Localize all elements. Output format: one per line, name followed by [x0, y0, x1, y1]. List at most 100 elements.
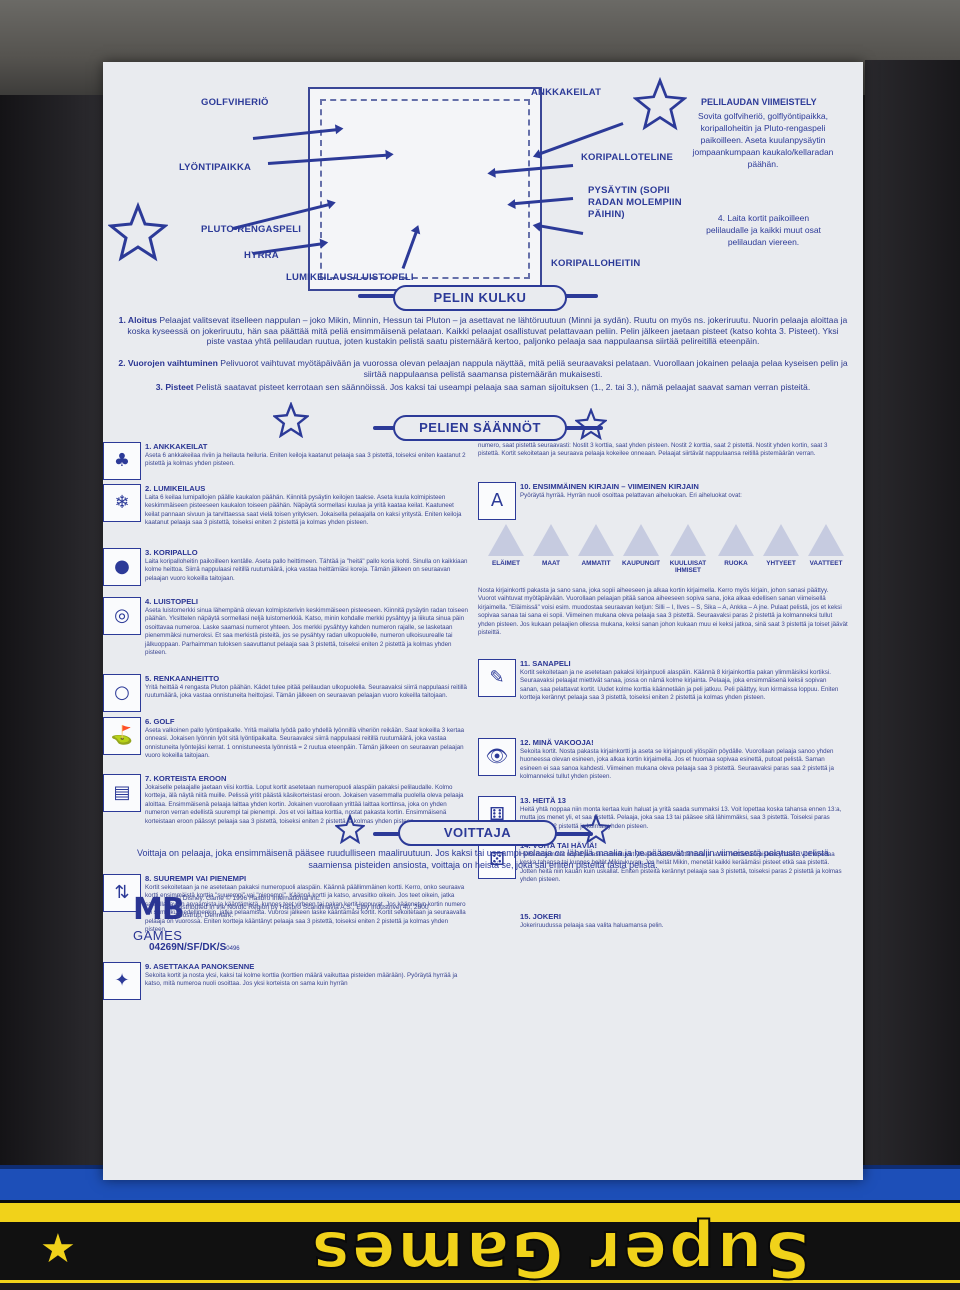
rule-text: Laita koripalloheitin paikoilleen kentäl… [145, 558, 468, 582]
callout-lumikeilaus: LUMIKEILAUS/LUISTOPELI [286, 272, 414, 283]
rule-title: 15. JOKERI [520, 912, 561, 921]
callout-pysaytin-3: PÄIHIN) [588, 209, 625, 220]
mb-games-wordmark: GAMES [133, 928, 183, 943]
category-kaupungit: KAUPUNGIT [618, 524, 664, 567]
rule-korteista-eroon: ▤ 7. KORTEISTA EROON Jokaiselle pelaajal… [103, 774, 473, 872]
star-icon [581, 814, 611, 844]
rule-illustration: ◎ [103, 597, 141, 635]
rule-jokeri: 15. JOKERI Jokeriruudussa pelaaja saa va… [478, 912, 848, 942]
paragraph-vuorojen-vaihtuminen: 2. Vuorojen vaihtuminen Pelivuorot vaiht… [118, 358, 848, 379]
rule-text: Aseta luistomerkki sinua lähempänä oleva… [145, 607, 468, 657]
copyright-notice: © Disney. Game © 1996 Hasbro Internation… [176, 895, 506, 921]
paragraph-pisteet: 3. Pisteet Pelistä saatavat pisteet kerr… [118, 382, 848, 393]
rule-ensimmainen-kirjain: A 10. ENSIMMÄINEN KIRJAIN – VIIMEINEN KI… [478, 482, 848, 520]
rule-title: 5. RENKAANHEITTO [145, 674, 220, 683]
assembly-step-4: 4. Laita kortit paikoilleen pelilaudalle… [706, 213, 821, 247]
star-icon [335, 814, 365, 844]
rule-renkaanheitto: ○ 5. RENKAANHEITTO Yritä heittää 4 renga… [103, 674, 473, 714]
paragraph-aloitus-label: 1. Aloitus [118, 315, 158, 325]
game-box-banner [0, 1222, 960, 1280]
rule-text: Jokaiselle pelaajalle jaetaan viisi kort… [145, 784, 464, 825]
rule-title: 14. VOITA TAI HÄVIÄ! [520, 841, 598, 850]
game-box-title: Super Games [309, 1215, 812, 1290]
star-icon [575, 408, 607, 440]
rule-luistopeli: ◎ 4. LUISTOPELI Aseta luistomerkki sinua… [103, 597, 473, 673]
rule-illustration: ❄ [103, 484, 141, 522]
paragraph-aloitus: 1. Aloitus Pelaajat valitsevat itselleen… [118, 315, 848, 347]
rule-asettakaa-panoksenne-continued: numero, saat pistettä seuraavasti: Nosti… [478, 442, 848, 482]
rule-text: Laita 6 keilaa lumipallojen päälle kauka… [145, 494, 462, 527]
rule-text: Heitä yhtä noppaa niin monta kertaa kuin… [520, 806, 842, 830]
product-code: 04269N/SF/DK/S0496 [149, 942, 240, 953]
category-pictograms: ELÄIMET MAAT AMMATIT KAUPUNGIT KUULUISAT… [483, 524, 853, 574]
copyright-line-1: © Disney. Game © 1996 Hasbro Internation… [176, 895, 321, 902]
rule-title: 1. ANKKAKEILAT [145, 442, 208, 451]
rule-illustration: A [478, 482, 516, 520]
product-code-suffix: 0496 [226, 946, 240, 952]
rule-title: 11. SANAPELI [520, 659, 571, 668]
rule-illustration: ⇅ [103, 874, 141, 912]
rule-illustration: ⛳ [103, 717, 141, 755]
paragraph-vuorojen-text: Pelivuorot vaihtuvat myötäpäivään ja vuo… [220, 358, 848, 379]
callout-ankkakeilat: ANKKAKEILAT [531, 87, 602, 98]
rule-title: 12. MINÄ VAKOOJA! [520, 738, 594, 747]
rule-text: numero, saat pistettä seuraavasti: Nosti… [478, 442, 828, 458]
rule-lumikeilaus: ❄ 2. LUMIKEILAUS Laita 6 keilaa lumipall… [103, 484, 473, 548]
callout-pysaytin-2: RADAN MOLEMPIIN [588, 197, 682, 208]
copyright-line-2: Distributed in the Nordic Region by Hasb… [176, 903, 429, 911]
star-icon [273, 402, 309, 438]
rule-title: 13. HEITÄ 13 [520, 796, 567, 805]
rule-title: 3. KORIPALLO [145, 548, 198, 557]
mb-logo: MB [133, 892, 185, 927]
rule-text: Sekoita kortit ja nosta yksi, kaksi tai … [145, 972, 458, 988]
star-icon: ★ [40, 1226, 76, 1272]
rule-text: Jokeriruudussa pelaaja saa valita haluam… [520, 922, 664, 929]
rule-sanapeli: ✎ 11. SANAPELI Kortit sekoitetaan ja ne … [478, 659, 848, 737]
rule-illustration: ○ [103, 674, 141, 712]
paragraph-pisteet-label: 3. Pisteet [155, 382, 194, 392]
arrow-icon [537, 122, 624, 156]
rule-title: 4. LUISTOPELI [145, 597, 199, 606]
paragraph-aloitus-text: Pelaajat valitsevat itselleen nappulan –… [127, 315, 848, 346]
category-maat: MAAT [528, 524, 574, 567]
paragraph-pisteet-text: Pelistä saatavat pisteet kerrotaan sen s… [195, 382, 811, 392]
callout-koripalloheitin: KORIPALLOHEITIN [551, 258, 641, 269]
category-kuuluisat-ihmiset: KUULUISAT IHMISET [665, 524, 711, 574]
rule-illustration: ♣ [103, 442, 141, 480]
rule-asettakaa-panoksenne: ✦ 9. ASETTAKAA PANOKSENNE Sekoita kortit… [103, 962, 473, 1002]
star-icon [633, 77, 687, 131]
assembly-text: Sovita golfviheriö, golflyöntipaikka, ko… [692, 111, 834, 169]
rule-text: Pyöräytä hyrrää. Hyrrän nuoli osoittaa p… [520, 492, 742, 499]
copyright-line-3: Glostrup, Denmark. [176, 912, 234, 919]
voittaja-text: Voittaja on pelaaja, joka ensimmäisenä p… [137, 848, 829, 870]
rule-illustration: 👁 [478, 738, 516, 776]
rule-text: Heitä molemmat nopat ja laske silmäluvut… [520, 851, 842, 884]
rule-title: 6. GOLF [145, 717, 175, 726]
assembly-title: PELILAUDAN VIIMEISTELY [701, 97, 817, 107]
rule-suurempi-vai-pienempi: ⇅ 8. SUUREMPI VAI PIENEMPI Kortit sekoit… [103, 874, 473, 960]
callout-golfviherio: GOLFVIHERIÖ [201, 97, 269, 108]
section-title-pelin-kulku: PELIN KULKU [393, 285, 567, 311]
rule-title: 10. ENSIMMÄINEN KIRJAIN – VIIMEINEN KIRJ… [520, 482, 699, 491]
dice-icon: ⚄ [478, 841, 516, 879]
paragraph-vuorojen-label: 2. Vuorojen vaihtuminen [118, 358, 218, 368]
callout-hyrra: HYRRÄ [244, 250, 279, 261]
rule-title: 9. ASETTAKAA PANOKSENNE [145, 962, 255, 971]
rule-golf: ⛳ 6. GOLF Aseta valkoinen pallo lyöntipa… [103, 717, 473, 773]
section-title-pelien-saannot: PELIEN SÄÄNNÖT [393, 415, 567, 441]
rule-text: Aseta valkoinen pallo lyöntipaikalle. Yr… [145, 727, 465, 760]
rule-text: Aseta 6 ankkakeilaa riviin ja heilauta h… [145, 452, 466, 468]
rule-text: Nosta kirjainkortti pakasta ja sano sana… [478, 587, 848, 637]
rule-illustration: ▤ [103, 774, 141, 812]
callout-pysaytin-1: PYSÄYTIN (SOPII [588, 185, 670, 196]
rule-title: 2. LUMIKEILAUS [145, 484, 206, 493]
category-yhtyeet: YHTYEET [758, 524, 804, 567]
category-vaatteet: VAATTEET [803, 524, 849, 567]
board-track [320, 99, 530, 279]
rule-text: Sekoita kortit. Nosta pakasta kirjainkor… [520, 748, 834, 781]
callout-lyontipaikka: LYÖNTIPAIKKA [179, 162, 252, 173]
product-code-main: 04269N/SF/DK/S [149, 942, 227, 953]
rule-title: 7. KORTEISTA EROON [145, 774, 227, 783]
callout-koripalloteline: KORIPALLOTELINE [581, 152, 674, 163]
rule-koripallo: ● 3. KORIPALLO Laita koripalloheitin pai… [103, 548, 473, 596]
